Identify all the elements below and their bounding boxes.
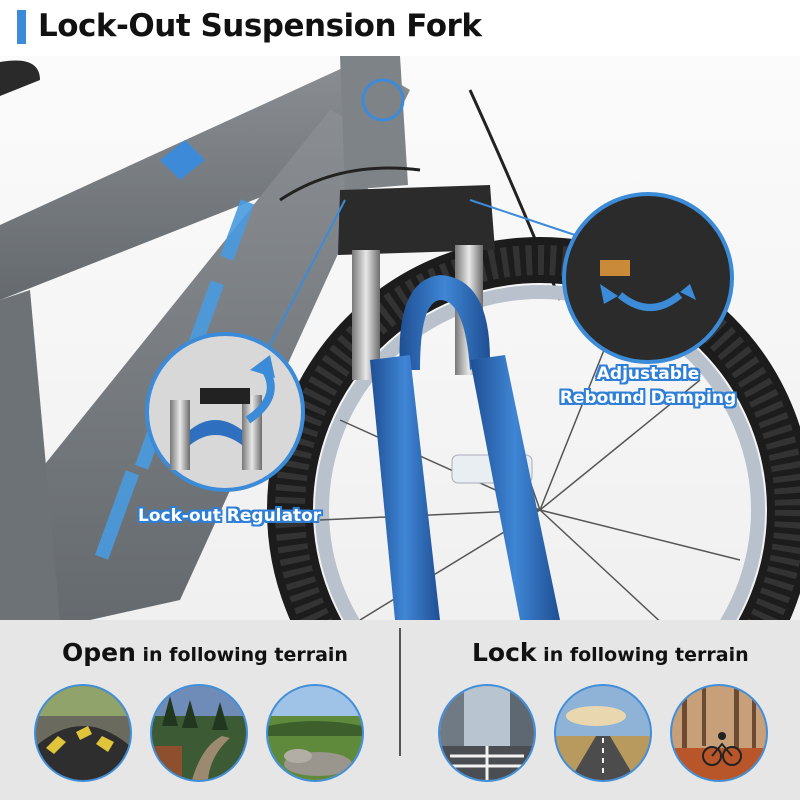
title-accent-bar [17,10,26,44]
title-bar: Lock-Out Suspension Fork [0,0,800,56]
autumn-forest-cyclist-photo [670,684,768,782]
adjustable-rebound-label: Adjustable Rebound Damping [556,362,740,410]
rotate-arrow-icon [617,292,683,311]
top-tube [0,60,410,300]
lock-keyword: Lock [472,638,537,667]
lockout-regulator-label: Lock-out Regulator [138,506,322,526]
lock-heading-rest: in following terrain [536,644,749,666]
fork-arch [399,275,490,370]
adjustable-label-line1: Adjustable [596,364,700,384]
left-fork-leg [370,355,440,620]
saddle [0,60,40,96]
fork-crown [338,185,495,255]
city-street-photo [438,684,536,782]
lock-terrain-heading: Lock in following terrain [472,638,749,667]
speed-bump-photo [34,684,132,782]
forest-trail-photo [150,684,248,782]
page-title: Lock-Out Suspension Fork [38,8,482,44]
seat-tube [0,290,60,620]
terrain-divider [399,628,401,756]
right-fork-leg [470,355,560,620]
rocky-field-photo [266,684,364,782]
hero-bike-photo: Adjustable Rebound Damping Lock-out Regu… [0,56,800,620]
open-terrain-heading: Open in following terrain [62,638,348,667]
head-tube [340,56,408,190]
frame-logo-icon [160,140,205,180]
head-badge-icon [361,78,405,122]
open-keyword: Open [62,638,136,667]
rebound-damping-zoom [562,192,734,364]
front-wheel [267,237,800,620]
bike-illustration [0,56,800,620]
open-road-photo [554,684,652,782]
open-heading-rest: in following terrain [135,644,348,666]
left-stanchion [352,250,380,380]
lockout-regulator-zoom [145,332,305,492]
adjustable-label-line2: Rebound Damping [559,388,737,408]
